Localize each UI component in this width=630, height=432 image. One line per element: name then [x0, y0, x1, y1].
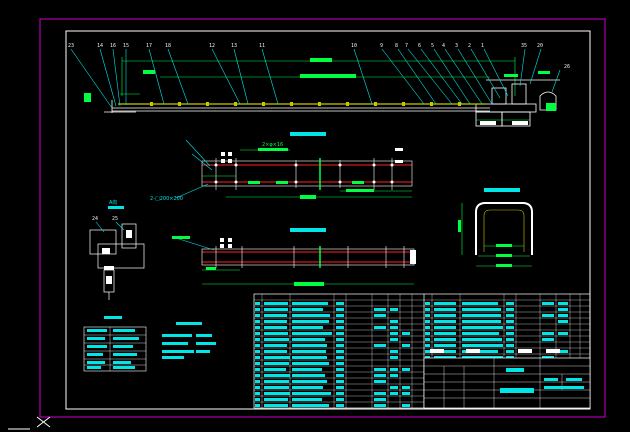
callout-9: 9 [380, 43, 384, 49]
callout-2: 2 [468, 43, 472, 49]
callout-35: 35 [521, 43, 528, 49]
callout-side-25: 25 [112, 216, 119, 222]
notes-block [162, 322, 216, 359]
callout-15: 15 [123, 43, 130, 49]
ucs-cursor-icon [8, 416, 51, 430]
side-view-a [89, 223, 145, 300]
legend-table [83, 316, 147, 372]
view-title-bar-2 [290, 228, 326, 232]
callout-16: 16 [110, 43, 117, 49]
callout-side-24: 24 [92, 216, 99, 222]
plan-top-note: 2×φ×16 [262, 142, 284, 148]
callout-3: 3 [455, 43, 459, 49]
callout-12: 12 [209, 43, 216, 49]
callout-23: 23 [68, 43, 75, 49]
conveyor-elevation [70, 48, 561, 127]
callout-11: 11 [259, 43, 266, 49]
callout-5: 5 [431, 43, 435, 49]
callout-10: 10 [351, 43, 358, 49]
callout-8: 8 [395, 43, 399, 49]
callout-7: 7 [405, 43, 409, 49]
drawing-border [65, 30, 591, 410]
side-view-title-bar [108, 206, 124, 209]
plan-left-note: 2-□200×200 [150, 196, 183, 202]
callout-18: 18 [165, 43, 172, 49]
callout-6: 6 [418, 43, 422, 49]
side-view-label: A向 [109, 200, 118, 206]
callout-1: 1 [481, 43, 485, 49]
callout-elev-26: 26 [564, 64, 571, 70]
side-view-a-fill [102, 230, 132, 284]
callout-4: 4 [442, 43, 446, 49]
callout-17: 17 [146, 43, 153, 49]
plan-view-1 [175, 132, 413, 199]
title-block [423, 349, 591, 409]
callout-13: 13 [231, 43, 238, 49]
tunnel-section [458, 188, 533, 267]
plan-view-2 [172, 228, 416, 286]
callout-20: 20 [537, 43, 544, 49]
bill-of-materials [253, 293, 591, 409]
callout-14: 14 [97, 43, 104, 49]
drawing-frame [39, 18, 606, 418]
view-title-bar [290, 132, 326, 136]
